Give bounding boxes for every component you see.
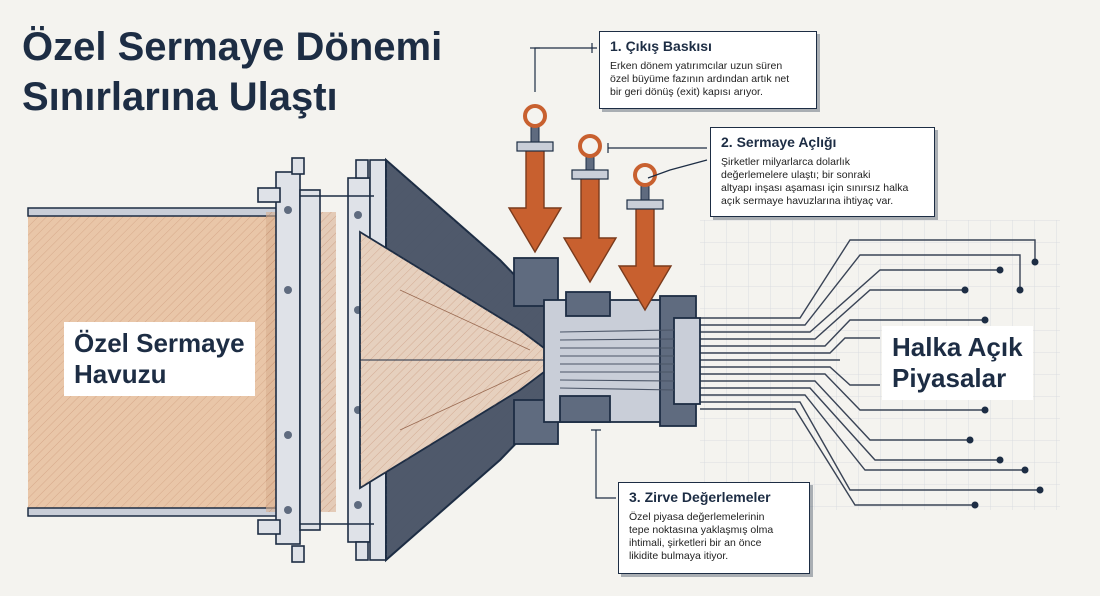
- output-lines: [700, 239, 1040, 506]
- output-nodes: [961, 258, 1044, 509]
- callout-peak-valuations: 3. Zirve Değerlemeler Özel piyasa değerl…: [618, 482, 810, 574]
- arrow-head: [562, 177, 618, 284]
- callout-heading: 2. Sermaye Açlığı: [721, 134, 837, 150]
- arrow-head: [507, 149, 563, 254]
- pressure-arrows: [507, 104, 673, 312]
- title-line-2: Sınırlarına Ulaştı: [22, 75, 338, 119]
- callout-body: Özel piyasa değerlemelerinin tepe noktas…: [629, 511, 774, 562]
- pressure-arrow-1: [507, 104, 563, 254]
- public-markets-label: Halka Açık Piyasalar: [882, 326, 1033, 400]
- arrow-ring: [523, 104, 547, 128]
- arrow-ring: [578, 134, 602, 158]
- arrow-ring: [633, 163, 657, 187]
- title-line-1: Özel Sermaye Dönemi: [22, 25, 443, 69]
- callout-body: Erken dönem yatırımcılar uzun süren özel…: [610, 60, 790, 98]
- pressure-arrow-2: [562, 134, 618, 284]
- callout-heading: 1. Çıkış Baskısı: [610, 38, 712, 54]
- arrow-head: [617, 207, 673, 312]
- callout-heading: 3. Zirve Değerlemeler: [629, 489, 771, 505]
- outlet-channels: [559, 329, 675, 391]
- callout-exit-pressure: 1. Çıkış Baskısı Erken dönem yatırımcıla…: [599, 31, 817, 109]
- callout-body: Şirketler milyarlarca dolarlık değerleme…: [721, 156, 909, 207]
- outlet-block: [513, 257, 701, 445]
- callout-connectors: [530, 43, 708, 499]
- funnel-body: [359, 157, 562, 563]
- private-capital-pool-label: Özel Sermaye Havuzu: [64, 322, 255, 396]
- pressure-arrow-3: [617, 163, 673, 312]
- arrow-collar: [626, 199, 664, 210]
- callout-capital-hunger: 2. Sermaye Açlığı Şirketler milyarlarca …: [710, 127, 935, 217]
- arrow-collar: [571, 169, 609, 180]
- arrow-collar: [516, 141, 554, 152]
- page-title: Özel Sermaye Dönemi Sınırlarına Ulaştı: [22, 22, 442, 122]
